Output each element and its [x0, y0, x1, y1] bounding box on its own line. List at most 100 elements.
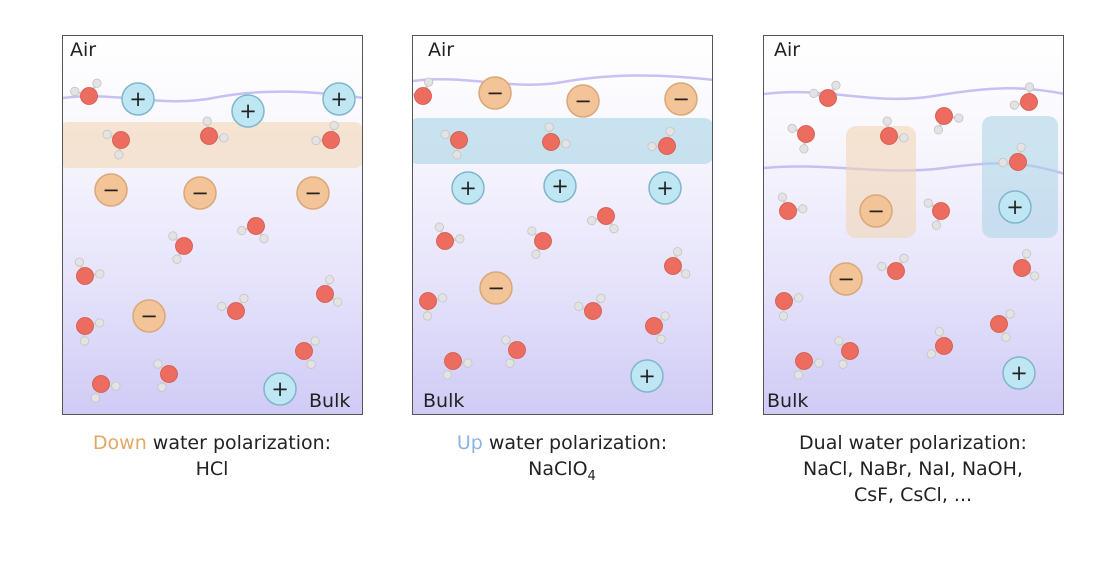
anion-icon: − [94, 173, 128, 207]
oxygen-atom [76, 317, 94, 335]
hydrogen-atom [831, 80, 841, 90]
oxygen-atom [227, 302, 245, 320]
oxygen-atom [92, 375, 110, 393]
water-molecule [998, 142, 1027, 171]
water-molecule [834, 336, 859, 369]
oxygen-atom [597, 207, 615, 225]
hydrogen-atom [111, 381, 121, 391]
anion-icon: − [859, 194, 893, 228]
caption-highlight-up: Up [456, 432, 483, 454]
hydrogen-atom [333, 297, 343, 307]
water-molecule [664, 247, 691, 279]
hydrogen-atom [777, 192, 787, 202]
hydrogen-atom [681, 269, 691, 279]
svg-text:−: − [487, 276, 505, 300]
water-molecule [793, 352, 824, 380]
oxygen-atom [295, 342, 313, 360]
cation-icon: + [322, 82, 356, 116]
cation-icon: + [121, 82, 155, 116]
oxygen-atom [1009, 153, 1027, 171]
hydrogen-atom [838, 359, 848, 369]
hydrogen-atom [153, 359, 163, 369]
hydrogen-atom [505, 358, 515, 368]
oxygen-atom [658, 137, 676, 155]
water-molecule [74, 257, 105, 285]
hydrogen-atom [463, 358, 473, 368]
hydrogen-atom [172, 254, 182, 264]
svg-text:−: − [672, 87, 690, 111]
hydrogen-atom [74, 257, 84, 267]
cation-icon: + [998, 190, 1032, 224]
water-molecule [434, 222, 465, 250]
air-label: Air [428, 39, 455, 61]
oxygen-atom [887, 262, 905, 280]
svg-text:−: − [837, 267, 855, 291]
oxygen-atom [819, 89, 837, 107]
hydrogen-atom [168, 231, 178, 241]
ions: +++−−−−+ [94, 82, 356, 406]
hydrogen-atom [114, 150, 124, 160]
anion-icon: − [478, 76, 512, 110]
hydrogen-atom [647, 141, 657, 152]
water-molecule [237, 217, 269, 244]
caption-salt: NaClO [528, 458, 588, 480]
water-molecule [933, 107, 964, 135]
hydrogen-atom [574, 301, 584, 311]
water-molecule [574, 293, 606, 320]
water-molecule [809, 80, 841, 107]
hydrogen-atom [90, 393, 100, 403]
ions: −−−+++−+ [451, 76, 698, 393]
hydrogen-atom [311, 135, 321, 146]
hydrogen-atom [217, 301, 227, 311]
oxygen-atom [316, 285, 334, 303]
air-label: Air [70, 39, 97, 61]
hydrogen-atom [452, 150, 462, 160]
anion-icon: − [829, 262, 863, 296]
water-molecule [413, 77, 434, 105]
hydrogen-atom [899, 133, 909, 143]
oxygen-atom [990, 315, 1008, 333]
oxygen-atom [664, 257, 682, 275]
oxygen-atom [542, 133, 560, 151]
oxygen-atom [112, 131, 130, 149]
oxygen-atom [76, 267, 94, 285]
hydrogen-atom [325, 275, 335, 285]
svg-text:−: − [102, 178, 120, 202]
oxygen-atom [645, 317, 663, 335]
caption-salts-more: CsF, CsCl, ... [853, 484, 973, 506]
bulk-label: Bulk [767, 390, 809, 412]
hydrogen-atom [798, 204, 808, 214]
interface-line-upper [764, 87, 1063, 101]
water-molecule [645, 311, 670, 344]
svg-text:+: + [1010, 361, 1028, 385]
hydrogen-atom [660, 311, 670, 321]
oxygen-atom [880, 127, 898, 145]
hydrogen-atom [310, 336, 320, 346]
water-molecule [880, 116, 909, 145]
hydrogen-atom [933, 125, 943, 135]
hydrogen-atom [934, 327, 944, 337]
oxygen-atom [80, 87, 98, 105]
hydrogen-atom [778, 311, 789, 321]
water-molecule [70, 78, 102, 105]
hydrogen-atom [931, 220, 941, 230]
hydrogen-atom [424, 77, 434, 87]
water-molecule [777, 192, 808, 220]
cation-icon: + [648, 171, 682, 205]
hydrogen-atom [442, 370, 452, 380]
oxygen-atom [935, 337, 953, 355]
hydrogen-atom [587, 216, 597, 226]
caption-down: Down water polarization: HCl [47, 430, 377, 482]
anion-icon: − [664, 82, 698, 116]
caption-salt: HCl [195, 458, 229, 480]
hydrogen-atom [656, 334, 666, 344]
svg-text:+: + [129, 87, 147, 111]
air-label: Air [774, 39, 801, 61]
hydrogen-atom [1024, 82, 1035, 92]
water-molecule [295, 336, 320, 369]
air-water-interface [63, 90, 362, 103]
oxygen-atom [414, 87, 432, 105]
water-molecule [442, 352, 473, 380]
svg-text:+: + [638, 364, 656, 388]
water-molecule [90, 375, 121, 403]
